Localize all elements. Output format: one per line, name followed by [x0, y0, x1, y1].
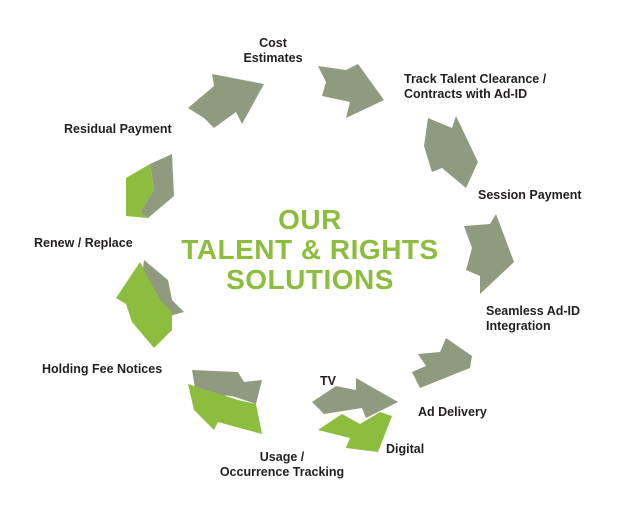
label-cost-estimates: Cost Estimates — [243, 36, 303, 65]
label-residual-payment: Residual Payment — [64, 122, 172, 136]
arrow-holding-to-renew-green — [116, 262, 172, 348]
label-track-talent: Track Talent Clearance / Contracts with … — [404, 72, 547, 101]
label-digital: Digital — [386, 442, 425, 456]
title-line-1: OUR — [278, 204, 342, 235]
arrow-delivery-to-digital-green — [318, 412, 392, 452]
label-usage-tracking: Usage / Occurrence Tracking — [219, 450, 345, 479]
arrow-holding-to-renew-gray — [140, 260, 184, 318]
label-seamless-adid: Seamless Ad-ID Integration — [486, 304, 581, 333]
arrow-track-to-session — [424, 116, 478, 188]
title-line-3: SOLUTIONS — [226, 264, 394, 295]
arrow-residual-to-cost — [188, 74, 264, 128]
arrow-usage-to-holding-green — [188, 384, 262, 434]
title-line-2: TALENT & RIGHTS — [181, 234, 439, 265]
label-session-payment: Session Payment — [478, 188, 582, 202]
label-tv: TV — [320, 374, 336, 388]
arrow-seamless-to-delivery — [412, 338, 472, 388]
diagram-title: OUR TALENT & RIGHTS SOLUTIONS — [160, 205, 460, 295]
arrow-renew-to-residual-green — [126, 164, 154, 218]
label-holding-fee-notices: Holding Fee Notices — [42, 362, 163, 376]
arrow-renew-to-residual-gray — [140, 154, 174, 218]
arrow-cost-to-track — [318, 64, 384, 118]
label-ad-delivery: Ad Delivery — [418, 405, 487, 419]
arrow-session-to-seamless — [464, 214, 514, 294]
arrow-delivery-to-digital-gray — [312, 378, 398, 418]
arrow-usage-to-holding-gray — [192, 370, 262, 404]
label-renew-replace: Renew / Replace — [34, 236, 133, 250]
